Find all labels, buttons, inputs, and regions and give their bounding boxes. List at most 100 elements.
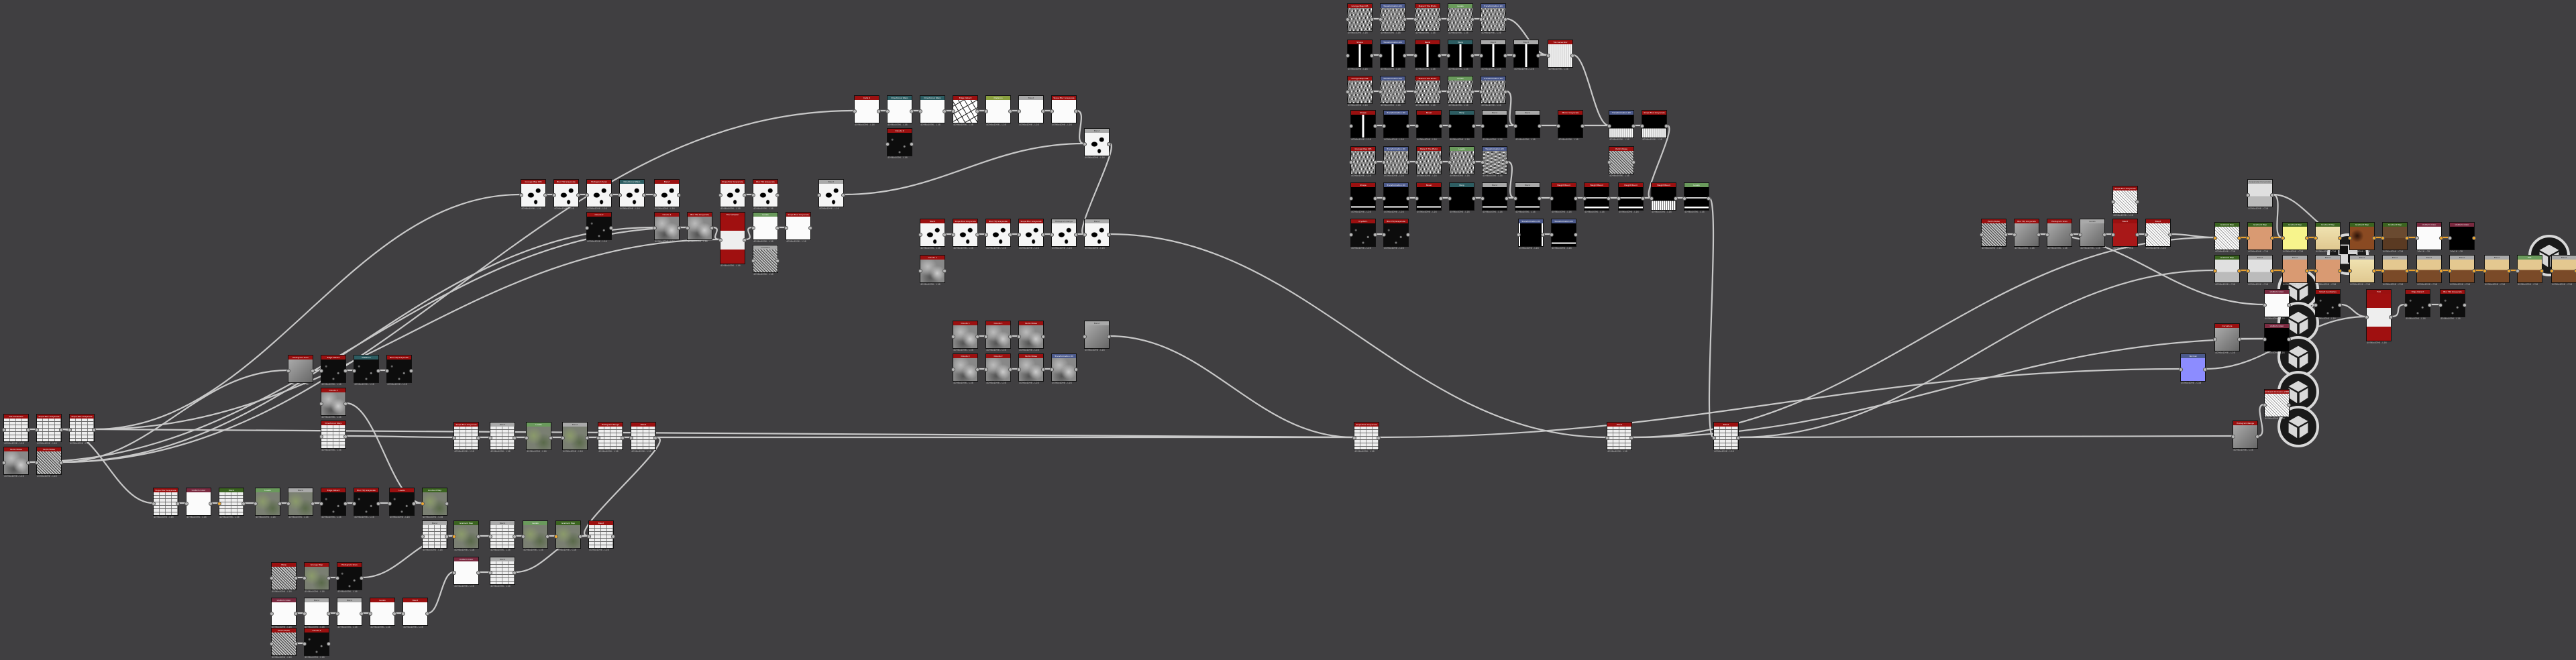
input-port[interactable] — [1448, 197, 1452, 201]
input-port[interactable] — [951, 335, 955, 339]
output-port[interactable] — [2287, 403, 2291, 407]
input-port[interactable] — [585, 193, 589, 197]
input-port[interactable] — [1605, 436, 1609, 440]
input-port[interactable] — [1448, 160, 1452, 164]
output-port[interactable] — [1664, 124, 1668, 128]
output-port[interactable] — [1107, 335, 1111, 339]
input-port[interactable] — [2381, 236, 2385, 240]
input-port[interactable] — [421, 535, 425, 539]
output-port[interactable] — [1439, 124, 1443, 128]
output-port[interactable] — [1503, 17, 1507, 21]
output-port[interactable] — [294, 642, 298, 646]
output-port[interactable] — [611, 535, 615, 539]
output-port[interactable] — [513, 535, 517, 539]
input-port[interactable] — [2404, 303, 2408, 307]
input-port[interactable] — [1413, 17, 1417, 21]
input-port[interactable] — [2263, 403, 2267, 407]
output-port[interactable] — [412, 502, 416, 506]
output-port[interactable] — [1008, 335, 1012, 339]
input-port[interactable] — [1446, 90, 1450, 94]
output-port[interactable] — [621, 436, 625, 440]
input-port[interactable] — [751, 226, 755, 230]
output-port[interactable] — [2070, 233, 2074, 237]
output-port[interactable] — [1406, 233, 1410, 237]
input-port[interactable] — [561, 436, 565, 440]
output-port[interactable] — [513, 436, 517, 440]
input-port[interactable] — [303, 576, 307, 580]
output-port[interactable] — [2237, 337, 2241, 341]
input-port[interactable] — [1682, 197, 1686, 201]
input-port[interactable] — [2263, 337, 2267, 341]
output-port[interactable] — [1406, 160, 1410, 164]
input-port[interactable] — [2448, 269, 2452, 273]
output-port[interactable] — [294, 612, 298, 616]
output-port[interactable] — [2338, 236, 2342, 240]
input-port[interactable] — [918, 269, 922, 273]
input-port[interactable] — [1479, 17, 1483, 21]
input-port[interactable] — [488, 436, 492, 440]
output-port[interactable] — [1538, 197, 1542, 201]
output-port[interactable] — [975, 368, 979, 372]
output-port[interactable] — [743, 193, 747, 197]
input-port[interactable] — [853, 109, 857, 113]
input-port[interactable] — [2381, 269, 2385, 273]
output-port[interactable] — [2135, 233, 2139, 237]
input-port[interactable] — [1382, 197, 1386, 201]
output-port[interactable] — [549, 436, 553, 440]
input-port[interactable] — [2246, 269, 2250, 273]
input-port[interactable] — [521, 535, 525, 539]
output-port[interactable] — [1377, 436, 1381, 440]
output-port[interactable] — [609, 226, 613, 230]
output-port[interactable] — [327, 642, 331, 646]
input-port[interactable] — [1582, 197, 1587, 201]
input-port[interactable] — [35, 461, 39, 465]
output-port[interactable] — [585, 436, 589, 440]
input-port[interactable] — [2179, 368, 2183, 372]
input-port[interactable] — [817, 193, 821, 197]
output-port[interactable] — [1674, 197, 1678, 201]
input-port[interactable] — [217, 502, 221, 506]
input-port[interactable] — [596, 436, 600, 440]
input-port[interactable] — [2281, 236, 2285, 240]
input-port[interactable] — [1050, 368, 1054, 372]
output-port[interactable] — [1074, 233, 1078, 237]
input-port[interactable] — [270, 612, 274, 616]
input-port[interactable] — [1446, 17, 1450, 21]
input-port[interactable] — [1446, 54, 1450, 58]
output-port[interactable] — [327, 612, 331, 616]
output-port[interactable] — [343, 435, 347, 439]
input-port[interactable] — [587, 535, 591, 539]
input-port[interactable] — [1550, 233, 1554, 237]
